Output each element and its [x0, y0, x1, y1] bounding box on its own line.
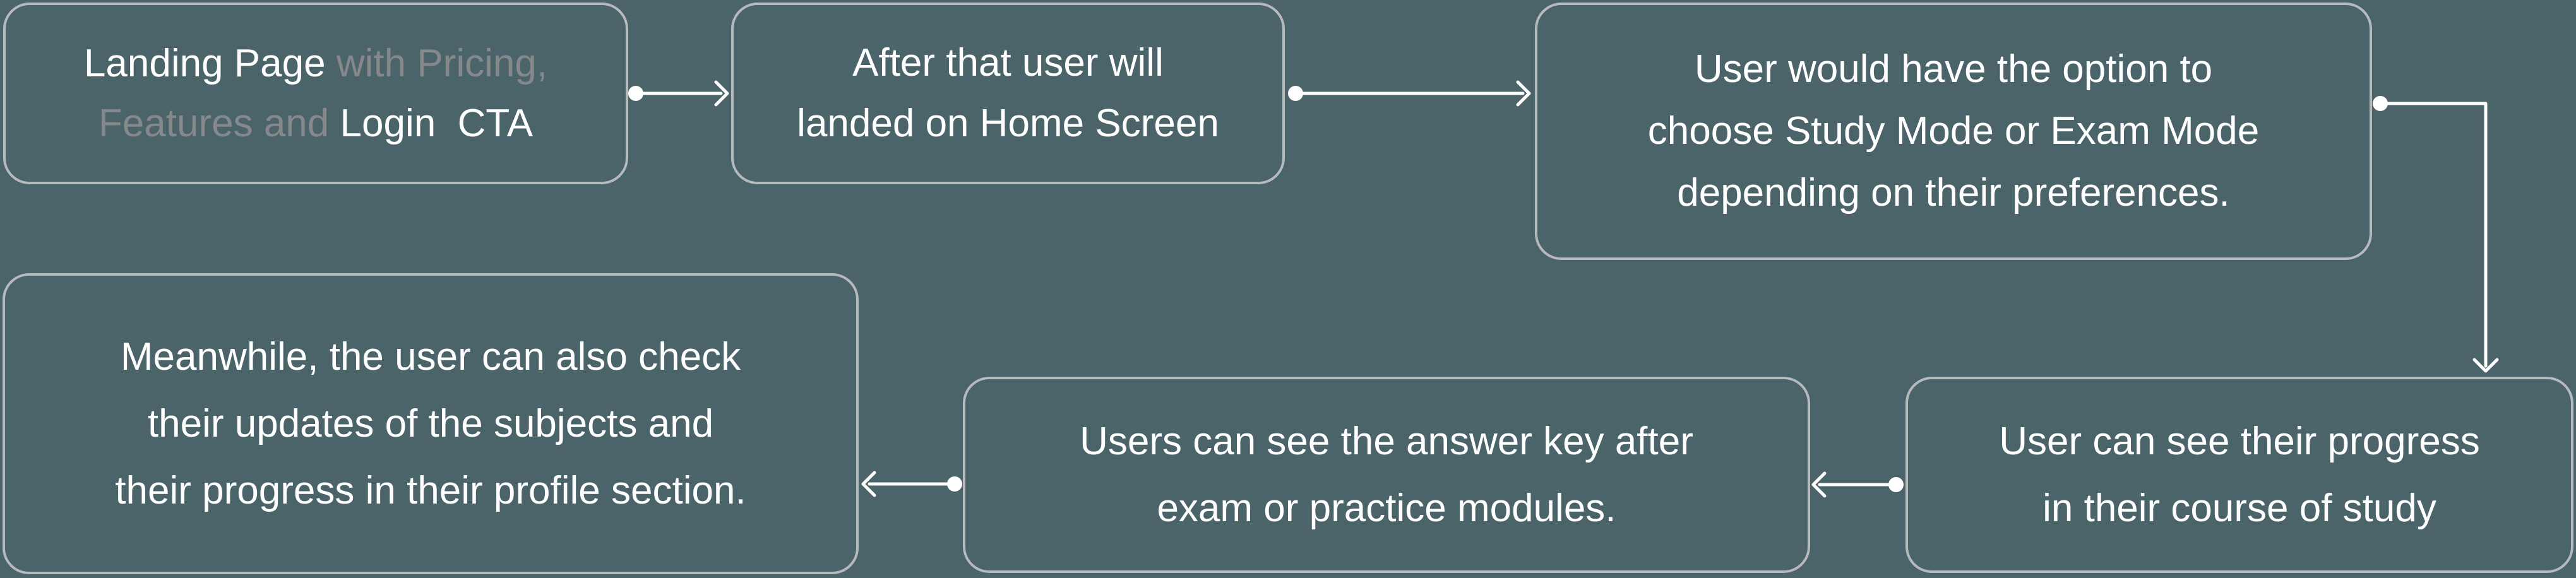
node-text: User would have the option to choose Stu…	[1647, 47, 2260, 215]
arrow-left-icon	[1813, 473, 1825, 496]
node-text-segment-muted: Features and	[98, 102, 340, 145]
flow-node-profile-updates: Meanwhile, the user can also check their…	[3, 273, 859, 574]
arrow-down-icon	[2474, 360, 2497, 371]
arrow-right-icon	[1518, 82, 1529, 105]
node-text-segment: Login CTA	[340, 102, 534, 145]
node-text: After that user will landed on Home Scre…	[797, 41, 1219, 145]
edge-source-dot	[2373, 96, 2388, 111]
edge-progress-to-answer-key	[1813, 473, 1904, 496]
edge-home-to-mode	[1288, 82, 1529, 105]
flow-node-home-screen: After that user will landed on Home Scre…	[731, 3, 1285, 184]
edge-source-dot	[1288, 86, 1303, 101]
edge-answer-key-to-profile	[863, 473, 962, 495]
node-text: Users can see the answer key after exam …	[1080, 419, 1693, 530]
edge-source-dot	[628, 86, 643, 101]
node-text: Meanwhile, the user can also check their…	[115, 334, 746, 512]
node-text: User can see their progress in their cou…	[1999, 419, 2480, 530]
edge-source-dot	[947, 476, 962, 492]
edge-source-dot	[1888, 477, 1904, 492]
arrow-left-icon	[863, 473, 874, 495]
flow-node-course-progress: User can see their progress in their cou…	[1905, 377, 2573, 573]
edge-mode-to-progress	[2373, 96, 2497, 371]
arrow-right-icon	[716, 82, 727, 105]
flow-node-mode-choice: User would have the option to choose Stu…	[1535, 3, 2372, 260]
flow-node-answer-key: Users can see the answer key after exam …	[963, 377, 1810, 573]
edge-landing-to-home	[628, 82, 727, 105]
node-text-segment: Landing Page	[83, 42, 337, 85]
node-text: Landing Page with Pricing, Features and …	[84, 33, 547, 153]
flow-node-landing-page: Landing Page with Pricing, Features and …	[3, 3, 628, 184]
node-text-segment-muted: with Pricing,	[336, 42, 548, 85]
